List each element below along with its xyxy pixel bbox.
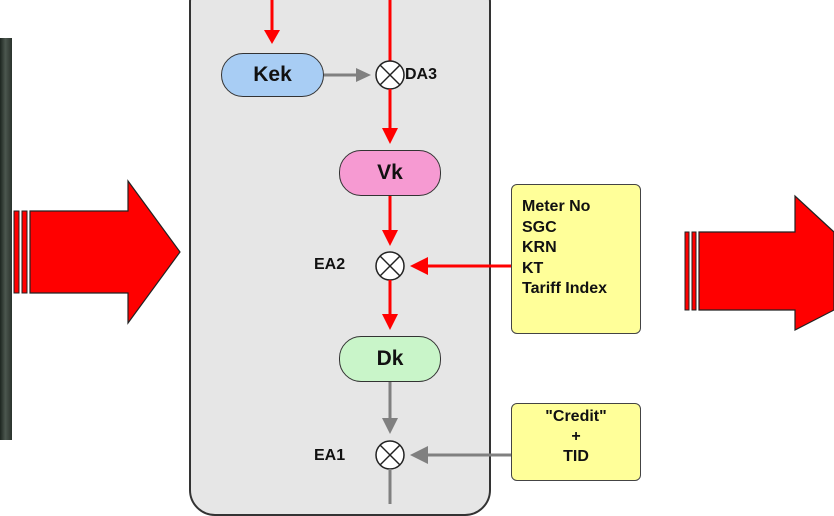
input-arrow-kek: [264, 0, 280, 44]
connector-layer: [13, 0, 834, 504]
kek-node-label: Kek: [253, 63, 292, 86]
meter-field-meter-no: Meter No: [522, 198, 591, 215]
arrow-ea2-to-dk: [382, 280, 398, 330]
ea1-label: EA1: [314, 447, 346, 464]
arrow-dk-to-ea1: [382, 382, 398, 434]
ea2-operator-icon: [375, 251, 405, 281]
ea1-operator-icon: [375, 440, 405, 470]
meter-field-tariff-index: Tariff Index: [522, 280, 608, 297]
vk-node: Vk: [339, 150, 441, 196]
arrow-vk-to-ea2: [382, 196, 398, 246]
ea2-label: EA2: [314, 256, 346, 273]
meter-data-note: Meter No SGC KRN KT Tariff Index: [511, 184, 641, 334]
left-flow-arrow: [13, 179, 181, 325]
arrow-credit-to-ea1: [410, 446, 511, 464]
meter-field-krn: KRN: [522, 239, 557, 256]
arrow-meter-to-ea2: [410, 257, 511, 275]
credit-data-note: "Credit" + TID: [511, 403, 641, 481]
da3-label: DA3: [405, 66, 438, 83]
arrow-kek-to-da3: [324, 68, 371, 82]
arrow-da3-to-vk: [382, 89, 398, 144]
background-photo-edge: [0, 38, 12, 440]
credit-line-plus: +: [571, 428, 581, 445]
dk-node: Dk: [339, 336, 441, 382]
kek-node: Kek: [221, 53, 324, 97]
credit-line-tid: TID: [563, 448, 589, 465]
right-flow-arrow: [684, 194, 834, 331]
meter-field-kt: KT: [522, 259, 544, 277]
da3-operator-icon: [375, 60, 405, 90]
vk-node-label: Vk: [377, 161, 403, 184]
credit-line-credit: "Credit": [545, 408, 607, 425]
dk-node-label: Dk: [376, 347, 404, 370]
meter-field-sgc: SGC: [522, 218, 557, 236]
